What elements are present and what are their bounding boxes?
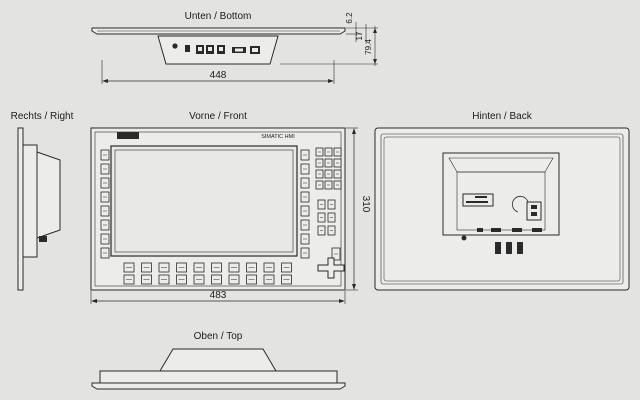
right-connector (39, 236, 47, 242)
front-width-dim: 483 (210, 290, 227, 301)
top-view: Oben / Top (91, 331, 346, 390)
cursor-pad (317, 257, 345, 279)
back-hook (511, 195, 529, 213)
front-view: Vorne / Front SIMATIC HMI 483 310 (90, 111, 371, 304)
bottom-view: Unten / Bottom 448 (91, 11, 378, 84)
right-housing-flange (22, 144, 38, 258)
back-housing (442, 152, 560, 236)
back-type-label (462, 193, 494, 207)
top-housing (159, 348, 277, 372)
bottom-width-dim: 448 (210, 70, 227, 81)
bottom-view-title: Unten / Bottom (185, 11, 252, 22)
back-view-title: Hinten / Back (472, 111, 532, 122)
front-function-keys (100, 147, 342, 285)
bottom-dim-17: 17 (355, 31, 364, 40)
top-view-title: Oben / Top (194, 331, 243, 342)
right-front-plate (17, 127, 24, 291)
siemens-label-plate (117, 132, 139, 139)
right-housing (36, 151, 61, 239)
top-housing-flange (99, 370, 338, 384)
front-display-bezel (110, 145, 298, 257)
right-view-title: Rechts / Right (11, 111, 74, 122)
front-view-title: Vorne / Front (189, 111, 247, 122)
back-ports (461, 228, 542, 254)
back-slot (526, 201, 542, 221)
top-front-plate (91, 382, 346, 390)
right-view: Rechts / Right (11, 111, 74, 291)
bottom-dim-79-4: 79.4 (364, 39, 373, 55)
bottom-dim-6-2: 6.2 (345, 12, 354, 24)
back-view: Hinten / Back (374, 111, 630, 291)
simatic-hmi-brand: SIMATIC HMI (261, 134, 295, 140)
front-display (114, 149, 294, 253)
front-height-dim: 310 (360, 196, 371, 213)
